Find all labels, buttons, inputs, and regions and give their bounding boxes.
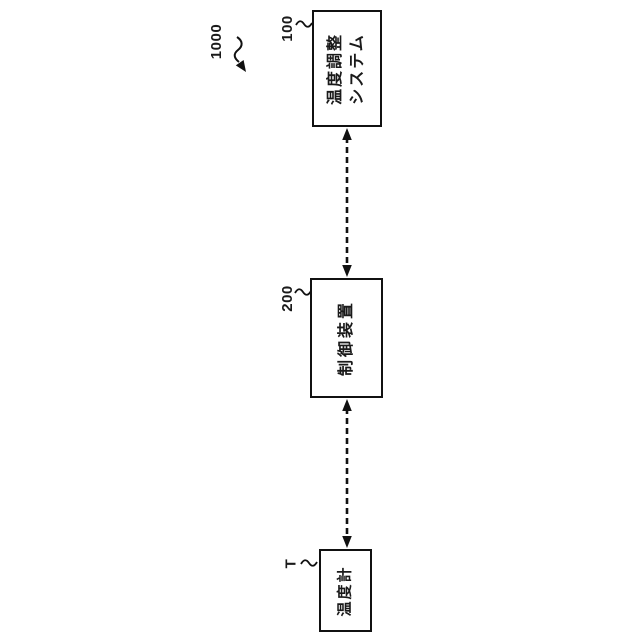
connector-100-200 xyxy=(342,128,352,277)
squiggle-arrowhead xyxy=(235,60,246,72)
arrowhead-down-T xyxy=(342,536,352,548)
ref-text-200: 200 xyxy=(278,284,296,312)
arrowhead-down-200 xyxy=(342,265,352,277)
arrowhead-up-100 xyxy=(342,128,352,140)
ref-label-100: 100 xyxy=(274,6,300,50)
connector-200-T xyxy=(342,399,352,548)
node-label-thermometer: 温度計 xyxy=(336,564,354,617)
node-label-temperature-adjustment-system: 温度調整 システム xyxy=(325,32,369,104)
overall-ref-label: 1000 xyxy=(202,16,232,66)
overall-ref-text: 1000 xyxy=(208,23,226,59)
node-label-control-device: 制御装置 xyxy=(337,299,355,377)
node-box-thermometer: 温度計 xyxy=(319,549,372,632)
overall-ref-squiggle-arrow xyxy=(233,36,246,72)
node-box-control-device: 制御装置 xyxy=(310,278,383,398)
ref-label-T: T xyxy=(278,548,304,578)
ref-label-200: 200 xyxy=(274,276,300,320)
node-box-temperature-adjustment-system: 温度調整 システム xyxy=(312,10,382,127)
ref-text-T: T xyxy=(282,558,300,568)
node-label-line2: システム xyxy=(349,32,367,105)
node-label-line1: 温度調整 xyxy=(327,32,345,105)
ref-text-100: 100 xyxy=(278,14,296,42)
arrowhead-up-200 xyxy=(342,399,352,411)
